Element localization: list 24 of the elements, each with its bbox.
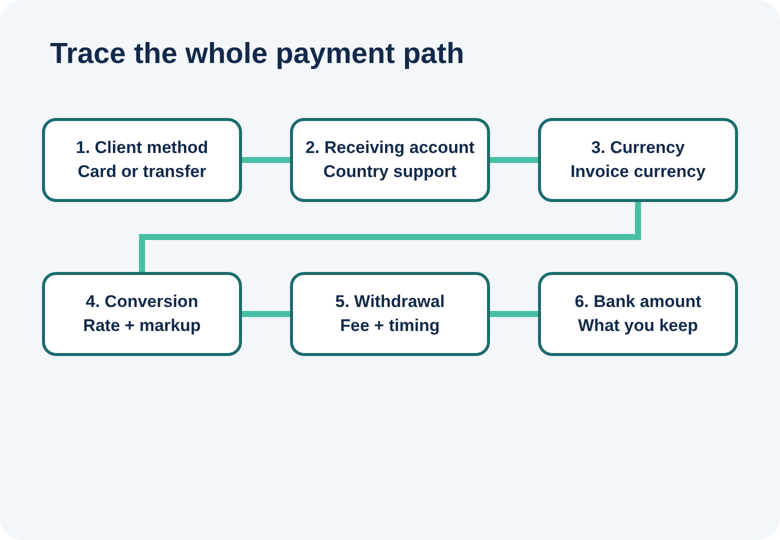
step-title: 2. Receiving account: [305, 137, 475, 159]
step-title: 5. Withdrawal: [335, 291, 445, 313]
step-box: [290, 272, 490, 356]
step-detail: Card or transfer: [78, 161, 206, 183]
step-box: [42, 118, 242, 202]
connector-line: [139, 202, 641, 272]
step-box: [290, 118, 490, 202]
step-detail: Invoice currency: [570, 161, 706, 183]
connector-line: [242, 157, 290, 163]
connector-line: [242, 311, 290, 317]
step-detail: Fee + timing: [340, 315, 440, 337]
step-title: 1. Client method: [76, 137, 208, 159]
step-title: 6. Bank amount: [574, 291, 702, 313]
connector-line: [490, 157, 538, 163]
step-box: [538, 272, 738, 356]
step-detail: Rate + markup: [83, 315, 201, 337]
step-box: [538, 118, 738, 202]
step-title: 3. Currency: [591, 137, 685, 159]
title: Trace the whole payment path: [50, 38, 464, 71]
step-title: 4. Conversion: [86, 291, 198, 313]
step-detail: Country support: [323, 161, 457, 183]
step-detail: What you keep: [578, 315, 698, 337]
step-box: [42, 272, 242, 356]
connector-line: [490, 311, 538, 317]
